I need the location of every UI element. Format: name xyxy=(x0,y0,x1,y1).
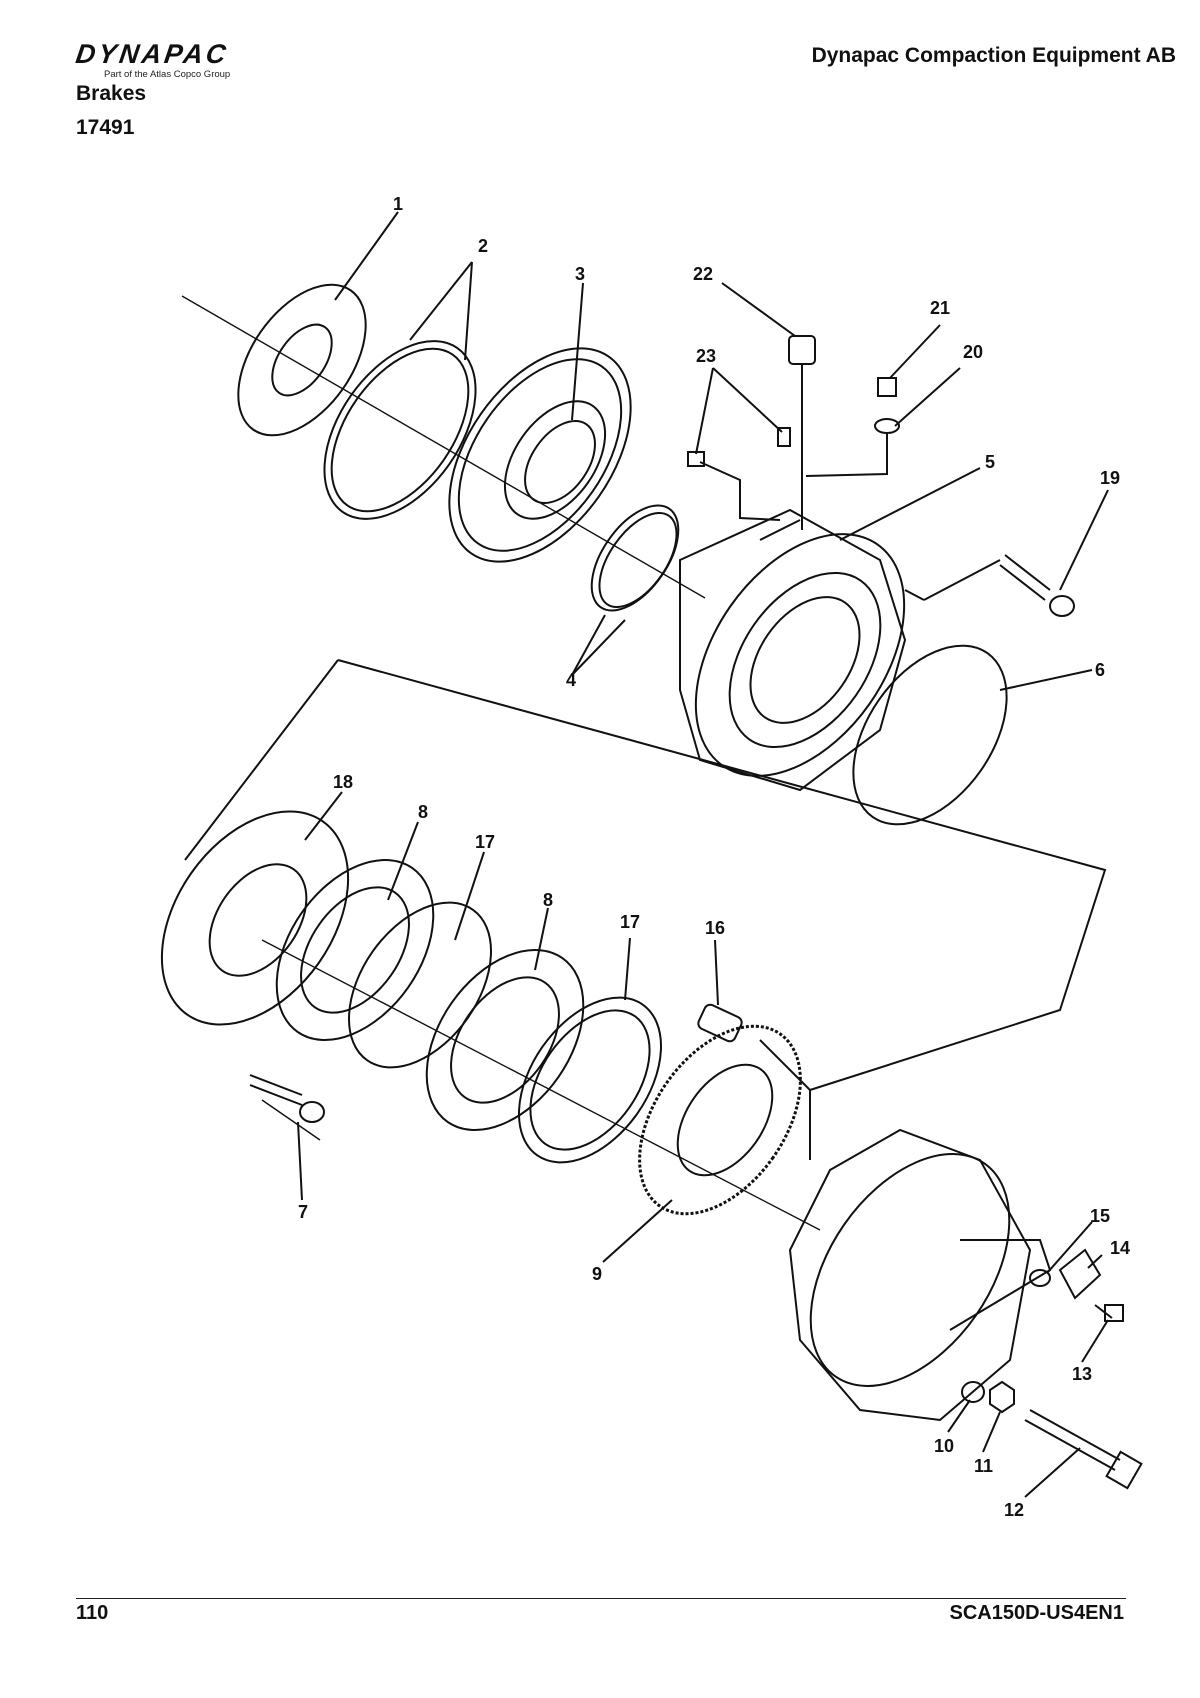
callout-17-2: 17 xyxy=(620,912,640,932)
part-16-pinion xyxy=(697,1003,743,1043)
part-5-housing xyxy=(679,508,907,792)
part-22-breather xyxy=(788,335,816,365)
callout-16: 16 xyxy=(705,918,725,938)
callout-22: 22 xyxy=(693,264,713,284)
drawing-number: 17491 xyxy=(76,116,135,139)
part-1-disc xyxy=(237,283,367,437)
footer-divider xyxy=(76,1598,1126,1599)
part-6-oring xyxy=(852,644,1008,826)
callout-5: 5 xyxy=(985,452,995,472)
part-23-plug-2 xyxy=(687,451,705,467)
callout-3: 3 xyxy=(575,264,585,284)
part-21-screw xyxy=(877,377,897,397)
document-code: SCA150D-US4EN1 xyxy=(949,1602,1124,1624)
page-number: 110 xyxy=(76,1602,109,1624)
part-10-washer xyxy=(961,1381,985,1403)
callout-4: 4 xyxy=(566,670,576,690)
callout-10: 10 xyxy=(934,1436,954,1456)
callout-20: 20 xyxy=(963,342,983,362)
final-drive-housing xyxy=(788,1128,1032,1422)
part-17-steel-disc-2 xyxy=(517,996,663,1164)
callout-15: 15 xyxy=(1090,1206,1110,1226)
part-11-nut xyxy=(989,1380,1015,1414)
callout-1: 1 xyxy=(393,194,403,214)
company-name: Dynapac Compaction Equipment AB xyxy=(811,44,1176,67)
callout-21: 21 xyxy=(930,298,950,318)
callout-2: 2 xyxy=(478,236,488,256)
callout-18: 18 xyxy=(333,772,353,792)
dynapac-logo: DYNAPAC Part of the Atlas Copco Group xyxy=(74,39,286,84)
part-13-screw xyxy=(1094,1304,1113,1319)
section-title: Brakes xyxy=(76,82,147,105)
callout-11: 11 xyxy=(974,1456,993,1476)
callout-8-2: 8 xyxy=(543,890,553,910)
callout-19: 19 xyxy=(1100,468,1120,488)
callout-17: 17 xyxy=(475,832,495,852)
callout-labels: 1 2 3 22 21 23 20 5 19 4 6 18 8 17 8 17 … xyxy=(298,194,1130,1520)
diagram-lines xyxy=(160,211,1143,1498)
part-18-plate xyxy=(160,810,350,1026)
callout-14: 14 xyxy=(1110,1238,1130,1258)
part-14-clamp xyxy=(1058,1248,1102,1300)
callout-8: 8 xyxy=(418,802,428,822)
part-7-bolt xyxy=(249,1074,303,1106)
callout-7: 7 xyxy=(298,1202,308,1222)
callout-6: 6 xyxy=(1095,660,1105,680)
part-15-oring xyxy=(1029,1269,1051,1287)
callout-9: 9 xyxy=(592,1264,602,1284)
part-2-ring xyxy=(323,340,477,520)
logo-subtitle: Part of the Atlas Copco Group xyxy=(104,69,231,80)
part-19-bolt xyxy=(999,554,1051,601)
callout-13: 13 xyxy=(1072,1364,1092,1384)
part-23-plug xyxy=(777,427,791,447)
part-3-drum xyxy=(448,347,632,563)
callout-12: 12 xyxy=(1004,1500,1024,1520)
part-9-ring-gear xyxy=(638,1024,802,1216)
part-8-friction-disc-2 xyxy=(425,948,585,1132)
part-12-bolt xyxy=(1024,1409,1121,1471)
callout-23: 23 xyxy=(696,346,716,366)
part-8-friction-disc xyxy=(275,858,435,1042)
part-17-steel-disc xyxy=(347,901,493,1069)
